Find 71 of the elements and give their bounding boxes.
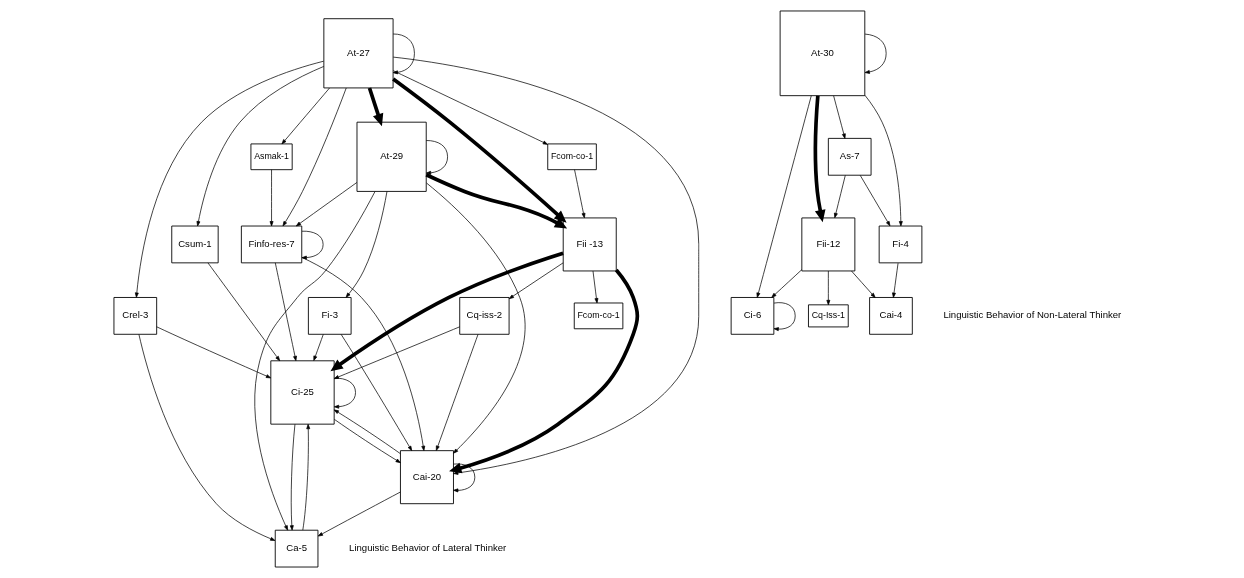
arrow — [391, 77, 567, 223]
arrow — [813, 95, 825, 223]
arrow — [155, 326, 271, 379]
node-box: Ci-25 — [269, 360, 335, 425]
arrow — [317, 491, 401, 537]
arrow — [448, 268, 639, 474]
node-box: At-29 — [356, 121, 427, 192]
node-box: Ca-5 — [274, 529, 318, 568]
label: Linguistic Behavior of Non-Lateral Thinker — [942, 309, 1121, 321]
node-box: Fii -13 — [562, 217, 617, 272]
arrow — [345, 191, 387, 298]
arrow — [301, 423, 310, 531]
node-box: As-7 — [827, 137, 871, 176]
arrow — [281, 87, 330, 145]
arrow — [282, 87, 347, 227]
node-box: Fcom-co-1 — [546, 143, 597, 171]
arrow — [392, 33, 415, 75]
arrow — [289, 423, 295, 531]
arrow — [392, 70, 548, 145]
arrow — [850, 270, 875, 298]
label: Linguistic Behavior of Lateral Thinker — [348, 542, 506, 554]
arrow — [312, 334, 324, 361]
arrow — [269, 169, 273, 227]
node-box: Fi-4 — [878, 225, 922, 264]
node-box: Asmak-1 — [250, 143, 293, 171]
arrow — [592, 270, 598, 304]
node-box: Cq-iss-2 — [458, 297, 509, 335]
arrow — [329, 251, 564, 372]
arrow — [301, 230, 323, 260]
node-box: Fi-3 — [307, 297, 352, 335]
arrow — [825, 270, 830, 306]
arrow — [435, 333, 478, 451]
node-box: Fii-12 — [800, 217, 855, 272]
arrow — [832, 95, 846, 139]
arrow — [138, 334, 275, 541]
arrow — [300, 257, 425, 451]
arrow — [134, 60, 324, 298]
arrow — [833, 175, 846, 219]
node-box: At-30 — [779, 10, 865, 97]
arrow — [274, 262, 297, 362]
node-box: Finfo-res-7 — [240, 225, 302, 264]
arrow — [425, 140, 448, 175]
arrow — [864, 33, 887, 74]
arrow — [340, 334, 412, 451]
node-box: Fcom-co-1 — [573, 302, 623, 330]
arrow — [770, 269, 802, 298]
arrow — [864, 94, 903, 227]
arrow — [452, 463, 475, 493]
node-box: Ci-6 — [730, 297, 774, 335]
arrow — [295, 182, 357, 227]
arrow — [253, 191, 375, 531]
arrow — [773, 302, 796, 331]
node-box: Crel-3 — [113, 297, 157, 335]
arrow — [508, 262, 563, 300]
node-box: At-27 — [322, 18, 393, 89]
arrow — [207, 262, 280, 362]
arrow — [756, 95, 812, 298]
arrow — [425, 173, 567, 229]
arrow — [333, 409, 401, 455]
node-box: Cai-20 — [399, 450, 454, 505]
arrow — [859, 175, 890, 227]
arrow — [891, 262, 898, 298]
arrow — [392, 56, 699, 475]
arrow — [425, 182, 525, 454]
arrow — [573, 169, 585, 219]
node-box: Csum-1 — [170, 225, 219, 264]
arrow — [367, 87, 383, 127]
arrow — [333, 418, 401, 463]
node-box: Cq-Iss-1 — [807, 304, 849, 328]
node-box: Cai-4 — [868, 297, 913, 335]
arrow — [196, 66, 324, 227]
